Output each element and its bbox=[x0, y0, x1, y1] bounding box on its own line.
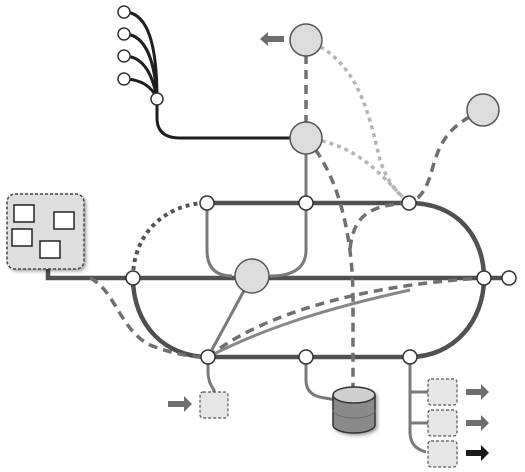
junction-bottom-right bbox=[402, 349, 418, 365]
dashed-links bbox=[89, 40, 485, 392]
junction-top-left bbox=[199, 195, 215, 211]
link-junction-to-hub-center-arc bbox=[207, 288, 411, 359]
dashed-link-far-right bbox=[408, 108, 484, 205]
dotted-link-hub-top-to-junction bbox=[305, 38, 411, 205]
arrow-left-icon bbox=[260, 32, 284, 46]
junction-left bbox=[125, 270, 141, 286]
junction-top-middle bbox=[298, 195, 314, 211]
database-body bbox=[332, 394, 376, 434]
hub-center-node[interactable] bbox=[234, 258, 270, 294]
fan-in-branch bbox=[122, 10, 307, 140]
dotted-link-hub-middle-to-junction bbox=[305, 136, 411, 205]
link-hub-center-right bbox=[269, 203, 308, 278]
terminal-icon bbox=[11, 228, 33, 247]
arrow-right-icon bbox=[466, 384, 489, 400]
junction-right bbox=[476, 270, 492, 286]
terminal-output-box-2[interactable] bbox=[427, 409, 458, 437]
junction-bottom-left bbox=[200, 349, 216, 365]
junction-points bbox=[117, 5, 517, 365]
terminal-icon bbox=[13, 204, 35, 223]
junction-right-end bbox=[501, 270, 517, 286]
link-bottom-to-input bbox=[206, 357, 216, 398]
fan-endpoint bbox=[117, 5, 131, 19]
cluster-terminals bbox=[11, 204, 75, 259]
terminal-icon bbox=[39, 240, 61, 259]
hub-nodes bbox=[234, 23, 500, 294]
fan-endpoint bbox=[117, 49, 131, 63]
junction-top-right bbox=[401, 195, 417, 211]
link-hub-center-top bbox=[205, 203, 233, 278]
hub-far-right-node[interactable] bbox=[466, 93, 500, 127]
arrow-right-icon bbox=[466, 415, 489, 431]
dotted-arc-left bbox=[131, 201, 208, 279]
dashed-link-junction-to-center bbox=[348, 201, 410, 251]
dashed-link-bottom-to-right bbox=[206, 276, 485, 359]
dashed-link-cluster-to-bottom bbox=[89, 276, 209, 359]
fan-endpoint bbox=[117, 27, 131, 41]
output-bus bbox=[408, 357, 427, 454]
dotted-links bbox=[305, 38, 411, 205]
arrow-right-icon bbox=[168, 396, 192, 412]
terminal-output-box-1[interactable] bbox=[427, 378, 458, 406]
terminal-icon bbox=[53, 211, 75, 230]
database-band bbox=[332, 409, 376, 419]
terminal-boxes bbox=[199, 378, 458, 468]
link-to-database bbox=[304, 357, 337, 402]
fan-junction bbox=[150, 92, 164, 106]
dashed-link-hub-middle-to-database bbox=[304, 136, 355, 392]
fan-trunk bbox=[155, 97, 307, 140]
database-icon[interactable] bbox=[332, 386, 376, 434]
junction-bottom-middle bbox=[298, 349, 314, 365]
terminal-input-box[interactable] bbox=[199, 391, 229, 419]
database-top bbox=[332, 386, 376, 404]
terminal-output-box-3[interactable] bbox=[427, 440, 458, 468]
hub-top-node[interactable] bbox=[289, 23, 323, 57]
fan-endpoint bbox=[117, 72, 131, 86]
hub-middle-node[interactable] bbox=[289, 121, 323, 155]
arrow-right-icon bbox=[466, 445, 489, 461]
gray-connectors bbox=[205, 138, 428, 454]
